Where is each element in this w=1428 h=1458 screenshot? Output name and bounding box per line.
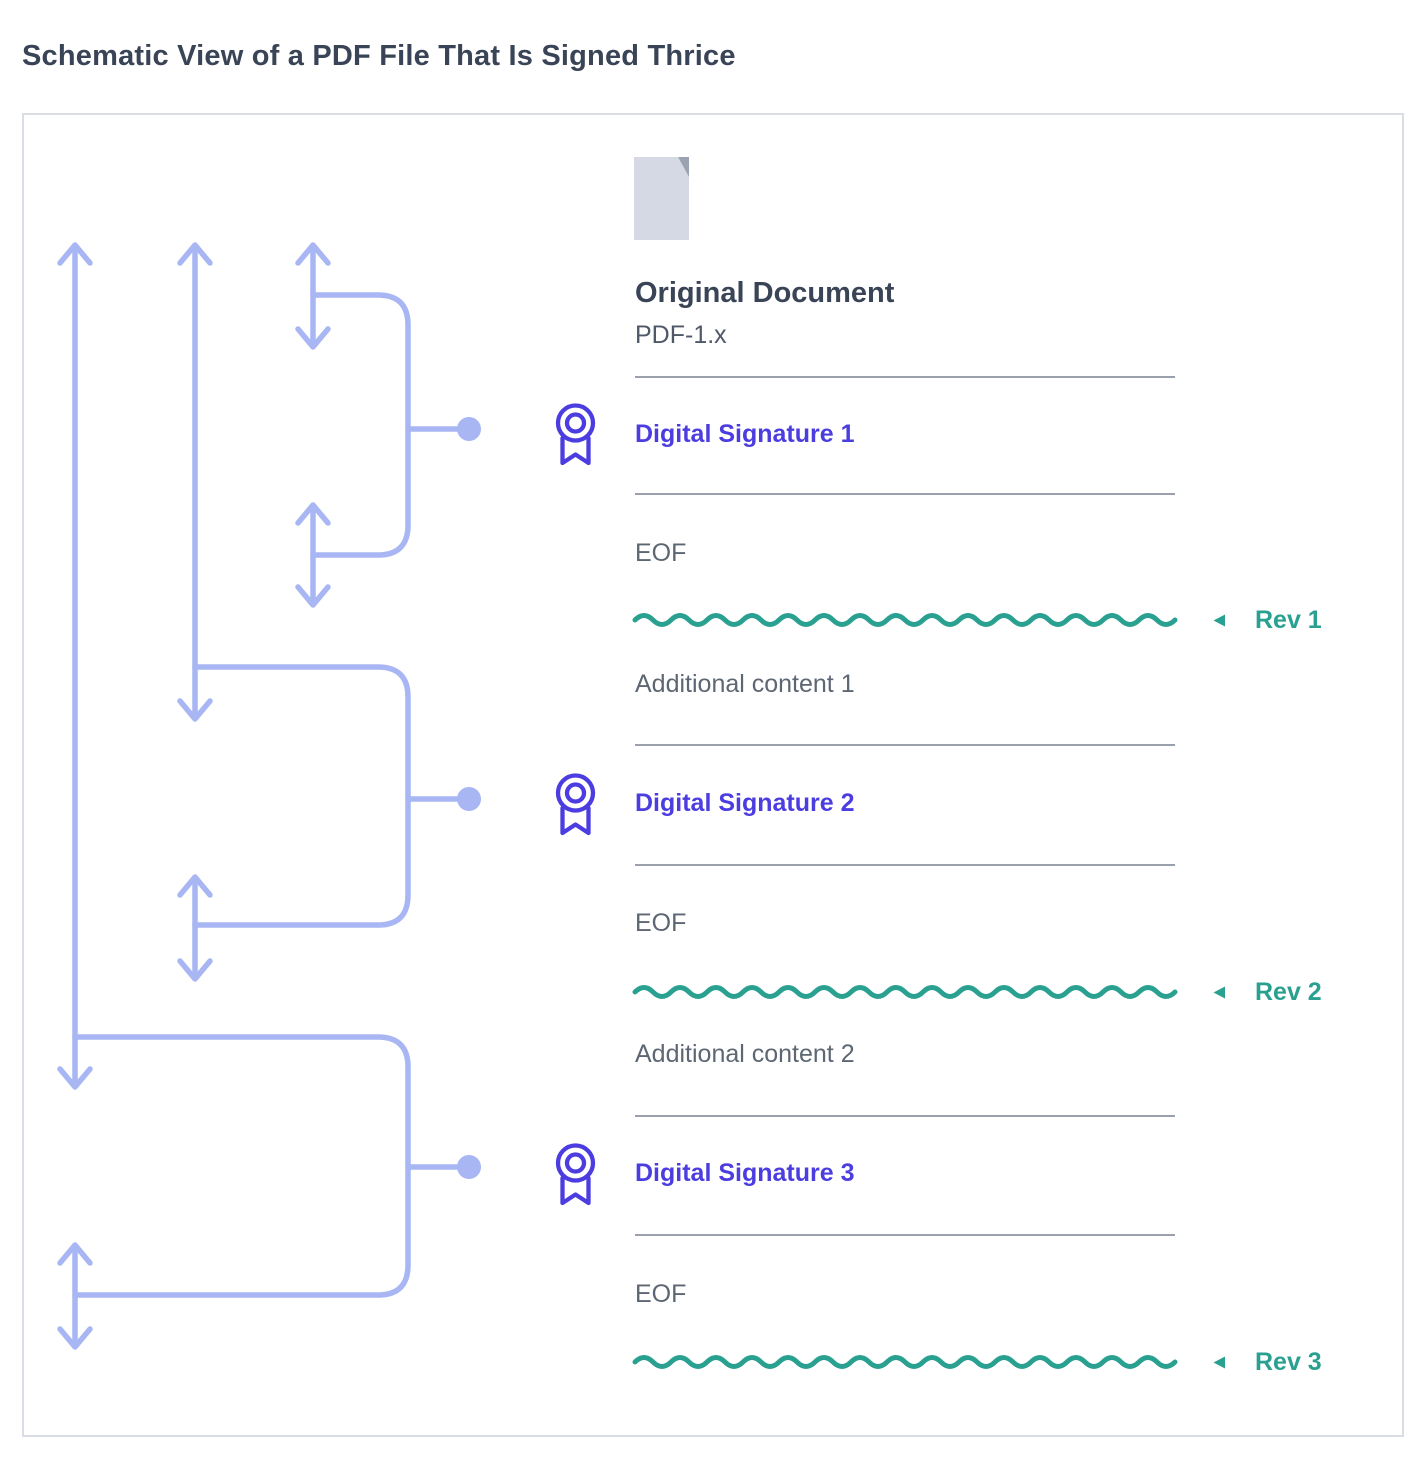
arrow-down-icon	[177, 698, 213, 722]
document-format: PDF-1.x	[635, 321, 727, 349]
signature-dot	[457, 787, 481, 811]
document-title: Original Document	[635, 277, 895, 309]
digital-signature-2-label: Digital Signature 2	[635, 789, 855, 817]
left-triangle-icon	[1213, 986, 1225, 998]
range-bracket	[310, 292, 411, 558]
arrow-up-icon	[295, 502, 331, 526]
rev2-label: Rev 2	[1255, 978, 1322, 1006]
range-bracket	[192, 664, 411, 928]
arrow-up-icon	[177, 874, 213, 898]
arrow-up-icon	[57, 1242, 93, 1266]
left-triangle-icon	[1213, 1356, 1225, 1368]
rev1-label: Rev 1	[1255, 606, 1322, 634]
award-ribbon-icon	[555, 773, 596, 836]
range-bracket	[72, 1034, 411, 1298]
additional-content-1-label: Additional content 1	[635, 670, 855, 698]
arrow-down-icon	[177, 958, 213, 982]
section-divider	[635, 493, 1175, 495]
additional-content-2-label: Additional content 2	[635, 1040, 855, 1068]
diagram-canvas: Original Document PDF-1.x Digital Signat…	[22, 113, 1404, 1437]
rev2-range-group	[177, 242, 481, 982]
rev1-marker-row: Rev 1	[1212, 605, 1322, 635]
section-divider	[635, 1115, 1175, 1117]
eof-label: EOF	[635, 539, 687, 567]
revision-boundary-wave	[632, 985, 1178, 999]
arrow-up-icon	[177, 242, 213, 266]
signature-dot	[457, 417, 481, 441]
signed-byte-range-diagram	[57, 242, 481, 1350]
rev2-marker-row: Rev 2	[1212, 977, 1322, 1007]
section-divider	[635, 744, 1175, 746]
eof-label: EOF	[635, 909, 687, 937]
section-divider	[635, 1234, 1175, 1236]
arrow-down-icon	[57, 1326, 93, 1350]
arrow-down-icon	[57, 1066, 93, 1090]
rev3-marker-row: Rev 3	[1212, 1347, 1322, 1377]
arrow-down-icon	[295, 584, 331, 608]
signature-dot	[457, 1155, 481, 1179]
file-icon	[634, 157, 689, 240]
arrow-up-icon	[295, 242, 331, 266]
award-ribbon-icon	[555, 403, 596, 466]
rev1-range-group	[295, 242, 481, 608]
section-divider	[635, 376, 1175, 378]
rev3-range-group	[57, 242, 481, 1350]
rev3-label: Rev 3	[1255, 1348, 1322, 1376]
revision-boundary-wave	[632, 1355, 1178, 1369]
section-divider	[635, 864, 1175, 866]
page-title: Schematic View of a PDF File That Is Sig…	[22, 40, 736, 72]
revision-boundary-wave	[632, 613, 1178, 627]
eof-label: EOF	[635, 1280, 687, 1308]
award-ribbon-icon	[555, 1143, 596, 1206]
digital-signature-3-label: Digital Signature 3	[635, 1159, 855, 1187]
arrow-down-icon	[295, 326, 331, 350]
left-triangle-icon	[1213, 614, 1225, 626]
arrow-up-icon	[57, 242, 93, 266]
digital-signature-1-label: Digital Signature 1	[635, 420, 855, 448]
